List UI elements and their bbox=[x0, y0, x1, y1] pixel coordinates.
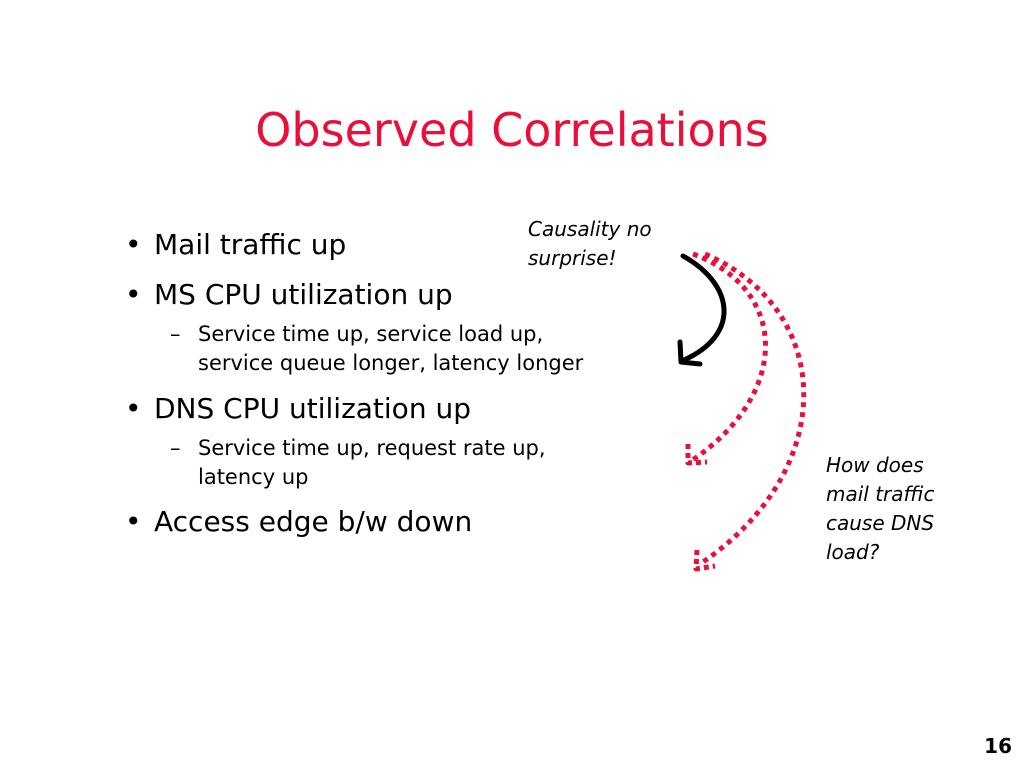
note-line: How does bbox=[826, 453, 924, 477]
dns-question-note: How does mail traffic cause DNS load? bbox=[826, 451, 935, 567]
subbullet-marker: – bbox=[170, 322, 181, 346]
dotted-arrowhead-inner-icon bbox=[685, 444, 708, 466]
solid-causality-arrow bbox=[680, 253, 727, 363]
dotted-arrow-outer bbox=[698, 251, 807, 567]
subbullet-text: Service time up, service load up, servic… bbox=[198, 320, 678, 378]
subbullet-line: Service time up, service load up, bbox=[198, 322, 544, 346]
page-number: 16 bbox=[984, 734, 1012, 758]
subbullet-text: Service time up, request rate up, latenc… bbox=[198, 434, 678, 492]
subbullet-line: service queue longer, latency longer bbox=[198, 351, 584, 375]
bullet-text: Mail traffic up bbox=[154, 228, 347, 261]
bullet-marker: • bbox=[125, 505, 142, 538]
bullet-marker: • bbox=[125, 278, 142, 311]
bullet-marker: • bbox=[125, 392, 142, 425]
solid-arrowhead-icon bbox=[677, 339, 703, 367]
bullet-text: MS CPU utilization up bbox=[154, 278, 453, 311]
dotted-arrow-inner bbox=[689, 251, 768, 464]
note-line: mail traffic bbox=[826, 482, 935, 506]
bullet-text: DNS CPU utilization up bbox=[154, 392, 471, 425]
note-line: cause DNS bbox=[826, 511, 935, 535]
slide-title: Observed Correlations bbox=[255, 103, 769, 157]
dotted-arrowhead-outer-icon bbox=[693, 549, 716, 572]
note-line: Causality no bbox=[528, 217, 652, 241]
bullet-text: Access edge b/w down bbox=[154, 505, 473, 538]
note-line: load? bbox=[826, 540, 880, 564]
subbullet-line: Service time up, request rate up, bbox=[198, 436, 546, 460]
bullet-marker: • bbox=[125, 228, 142, 261]
causality-note: Causality no surprise! bbox=[528, 215, 652, 273]
subbullet-line: latency up bbox=[198, 465, 309, 489]
subbullet-marker: – bbox=[170, 436, 181, 460]
note-line: surprise! bbox=[528, 246, 617, 270]
